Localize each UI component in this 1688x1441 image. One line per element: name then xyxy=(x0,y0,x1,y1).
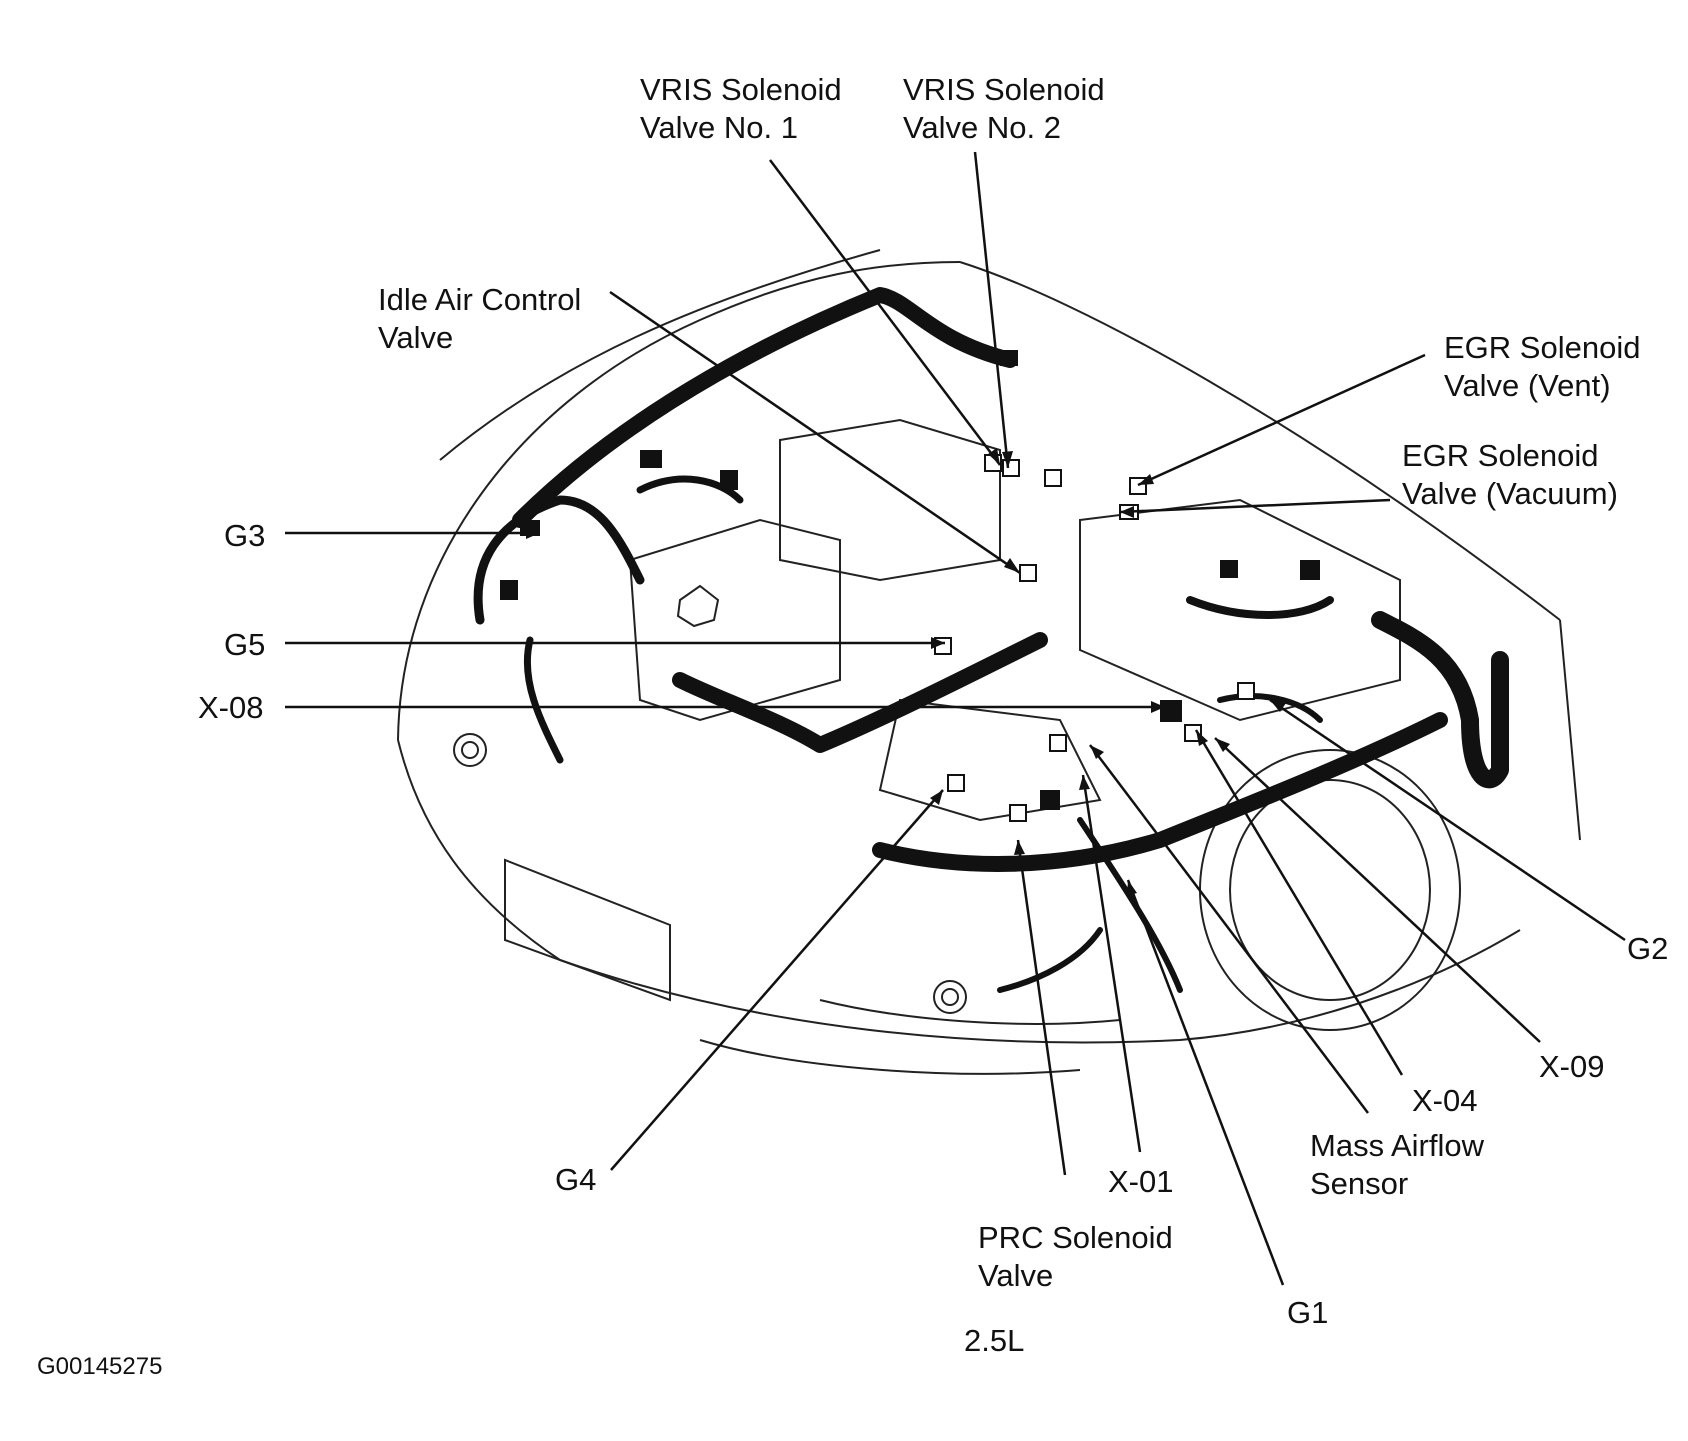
label-g1: G1 xyxy=(1287,1295,1329,1330)
label-x-08: X-08 xyxy=(198,690,264,725)
label-line: Valve (Vent) xyxy=(1444,368,1611,403)
component-connectors xyxy=(934,454,1255,822)
label-line: VRIS Solenoid xyxy=(903,72,1105,107)
label-g3: G3 xyxy=(224,518,266,553)
label-prc-solenoid-valve: PRC Solenoid Valve xyxy=(978,1219,1173,1295)
label-line: Valve (Vacuum) xyxy=(1402,476,1618,511)
vehicle-body-outline xyxy=(397,249,1581,1075)
wiring-harness xyxy=(473,287,1509,993)
label-line: Valve No. 1 xyxy=(640,110,798,145)
label-g5: G5 xyxy=(224,627,266,662)
leader-arrowheads xyxy=(526,448,1286,896)
label-line: Valve xyxy=(378,320,454,355)
figure-id: G00145275 xyxy=(37,1353,163,1380)
leader-lines xyxy=(285,151,1626,1286)
label-line: Idle Air Control xyxy=(378,282,582,317)
label-line: EGR Solenoid xyxy=(1444,330,1641,365)
label-idle-air-control-valve: Idle Air Control Valve xyxy=(378,281,581,357)
label-line: Valve xyxy=(978,1258,1054,1293)
label-egr-solenoid-valve-vent: EGR Solenoid Valve (Vent) xyxy=(1444,329,1640,405)
label-line: Sensor xyxy=(1310,1166,1409,1201)
label-line: EGR Solenoid xyxy=(1402,438,1599,473)
label-line: Valve No. 2 xyxy=(903,110,1061,145)
label-x-09: X-09 xyxy=(1539,1049,1605,1084)
label-x-01: X-01 xyxy=(1108,1164,1174,1199)
label-vris-solenoid-valve-2: VRIS Solenoid Valve No. 2 xyxy=(903,71,1105,147)
harness-connectors xyxy=(500,350,1320,810)
label-line: PRC Solenoid xyxy=(978,1220,1173,1255)
label-x-04: X-04 xyxy=(1412,1083,1478,1118)
label-g2: G2 xyxy=(1627,931,1669,966)
label-line: VRIS Solenoid xyxy=(640,72,842,107)
label-vris-solenoid-valve-1: VRIS Solenoid Valve No. 1 xyxy=(640,71,842,147)
label-egr-solenoid-valve-vacuum: EGR Solenoid Valve (Vacuum) xyxy=(1402,437,1618,513)
label-line: Mass Airflow xyxy=(1310,1128,1484,1163)
label-mass-airflow-sensor: Mass Airflow Sensor xyxy=(1310,1127,1484,1203)
engine-caption: 2.5L xyxy=(964,1323,1025,1358)
label-g4: G4 xyxy=(555,1162,597,1197)
